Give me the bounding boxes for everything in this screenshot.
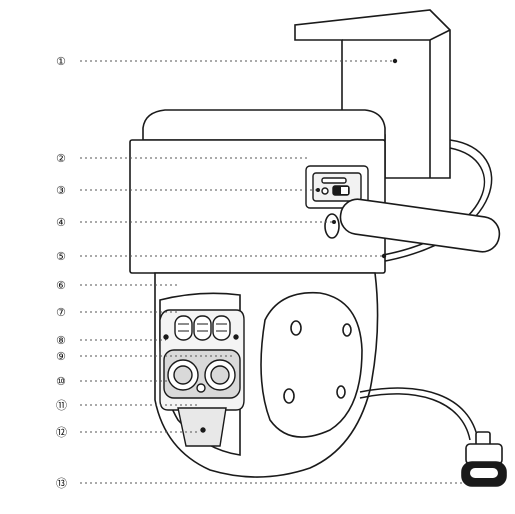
- callout-11: ⑪: [56, 399, 67, 412]
- antenna: [324, 198, 501, 253]
- callout-12: ⑫: [56, 426, 67, 439]
- callout-8: ⑧: [56, 334, 66, 347]
- callout-2: ②: [56, 152, 66, 165]
- callout-13: ⑬: [56, 477, 67, 490]
- leader-dots: [316, 58, 398, 259]
- callout-7: ⑦: [56, 306, 66, 319]
- callout-1: ①: [56, 55, 66, 68]
- cable-connector: [461, 431, 507, 487]
- callout-3: ③: [56, 184, 66, 197]
- bracket-cable: [379, 139, 493, 263]
- mount-bracket: [294, 9, 451, 179]
- callout-6: ⑥: [56, 279, 66, 292]
- callout-10: ⑩: [56, 375, 66, 388]
- callout-5: ⑤: [56, 250, 66, 263]
- leader-lines: [80, 60, 462, 484]
- bottom-cable: [359, 387, 479, 441]
- switch-panel: [305, 165, 369, 209]
- callout-4: ④: [56, 216, 66, 229]
- face-plate: [159, 309, 245, 447]
- pivot-disk: [260, 291, 363, 438]
- callout-9: ⑨: [56, 350, 66, 363]
